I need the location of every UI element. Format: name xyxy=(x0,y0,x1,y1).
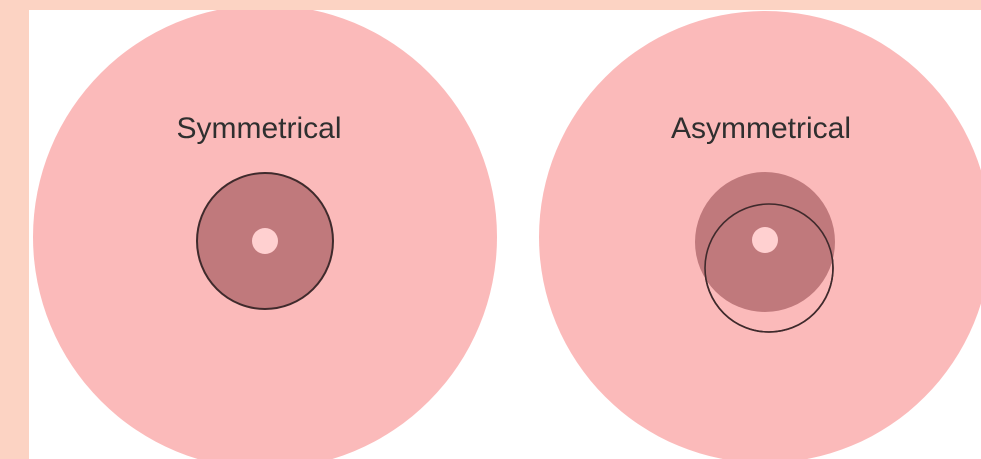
symmetrical-label: Symmetrical xyxy=(176,112,341,145)
asymmetrical-center-dot xyxy=(752,227,778,253)
figure-panel: Symmetrical Asymmetrical xyxy=(29,10,981,459)
asymmetrical-figure: Asymmetrical xyxy=(539,11,981,459)
asymmetrical-label: Asymmetrical xyxy=(671,112,851,145)
areola-symmetry-diagram: Symmetrical Asymmetrical xyxy=(29,10,981,459)
symmetrical-center-dot xyxy=(252,228,278,254)
symmetrical-figure: Symmetrical xyxy=(33,10,497,459)
